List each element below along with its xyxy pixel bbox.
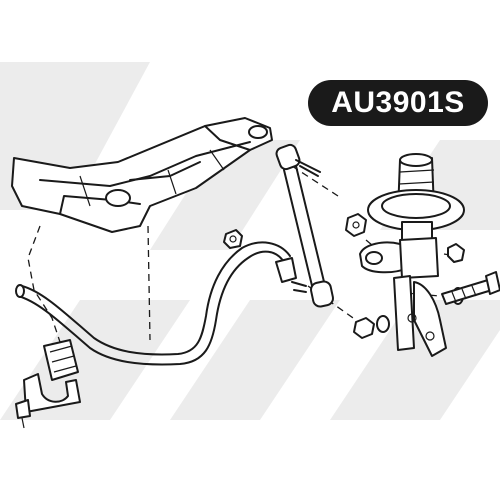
- nut-upper-left: [223, 229, 243, 249]
- part-number-badge: AU3901S: [308, 80, 488, 126]
- bushing-clamp: [15, 373, 81, 429]
- stabilizer-link: [275, 143, 334, 308]
- strut-assembly: [359, 153, 465, 357]
- nut-center: [345, 213, 367, 237]
- strut-bolt: [441, 271, 500, 305]
- stabilizer-bar: [15, 241, 297, 366]
- nut-lower-center: [353, 315, 390, 339]
- stabilizer-bushing: [43, 339, 79, 381]
- subframe: [11, 117, 273, 233]
- nut-right: [447, 243, 465, 263]
